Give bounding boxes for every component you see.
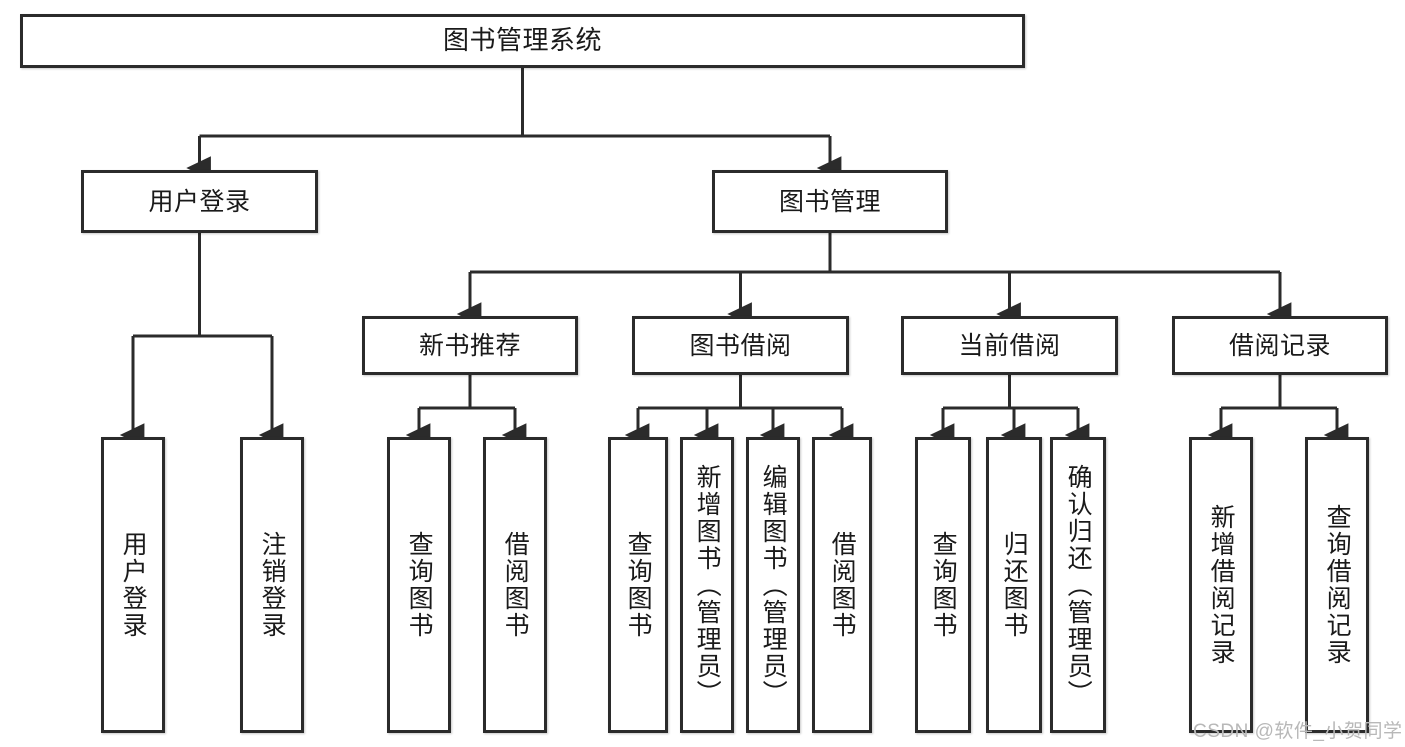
node-leaf3[interactable]: 查询图书 bbox=[387, 437, 451, 733]
node-records[interactable]: 借阅记录 bbox=[1172, 316, 1388, 375]
node-label: 借阅图书 bbox=[501, 531, 530, 639]
node-label: 新增借阅记录 bbox=[1207, 504, 1236, 666]
node-leaf13[interactable]: 查询借阅记录 bbox=[1305, 437, 1369, 733]
node-label: 查询图书 bbox=[405, 531, 434, 639]
node-label: 用户登录 bbox=[119, 531, 148, 639]
node-leaf8[interactable]: 借阅图书 bbox=[812, 437, 872, 733]
csdn-watermark: CSDN @软件_小贺同学 bbox=[1193, 721, 1403, 742]
node-bookmgmt[interactable]: 图书管理 bbox=[712, 170, 948, 233]
node-label: 图书管理系统 bbox=[442, 25, 602, 56]
node-leaf10[interactable]: 归还图书 bbox=[986, 437, 1042, 733]
node-label: 新增图书（管理员） bbox=[693, 463, 722, 707]
node-leaf1[interactable]: 用户登录 bbox=[101, 437, 165, 733]
node-label: 编辑图书（管理员） bbox=[759, 463, 788, 707]
node-label: 新书推荐 bbox=[418, 331, 521, 360]
node-label: 查询借阅记录 bbox=[1323, 504, 1352, 666]
node-leaf6[interactable]: 新增图书（管理员） bbox=[680, 437, 734, 733]
node-leaf11[interactable]: 确认归还（管理员） bbox=[1050, 437, 1106, 733]
node-root[interactable]: 图书管理系统 bbox=[20, 14, 1025, 68]
node-label: 当前借阅 bbox=[958, 331, 1061, 360]
node-borrow[interactable]: 图书借阅 bbox=[632, 316, 849, 375]
node-leaf9[interactable]: 查询图书 bbox=[915, 437, 971, 733]
node-current[interactable]: 当前借阅 bbox=[901, 316, 1118, 375]
node-newbook[interactable]: 新书推荐 bbox=[362, 316, 578, 375]
node-label: 归还图书 bbox=[1000, 531, 1029, 639]
node-label: 用户登录 bbox=[148, 187, 251, 216]
node-leaf5[interactable]: 查询图书 bbox=[608, 437, 668, 733]
node-label: 注销登录 bbox=[258, 531, 287, 639]
node-label: 查询图书 bbox=[624, 531, 653, 639]
node-label: 确认归还（管理员） bbox=[1064, 463, 1093, 707]
node-label: 查询图书 bbox=[929, 531, 958, 639]
node-leaf7[interactable]: 编辑图书（管理员） bbox=[746, 437, 800, 733]
node-label: 借阅图书 bbox=[828, 531, 857, 639]
node-leaf4[interactable]: 借阅图书 bbox=[483, 437, 547, 733]
node-label: 图书借阅 bbox=[689, 331, 792, 360]
node-label: 图书管理 bbox=[778, 187, 881, 216]
node-login[interactable]: 用户登录 bbox=[81, 170, 318, 233]
node-leaf12[interactable]: 新增借阅记录 bbox=[1189, 437, 1253, 733]
node-leaf2[interactable]: 注销登录 bbox=[240, 437, 304, 733]
node-label: 借阅记录 bbox=[1228, 331, 1331, 360]
